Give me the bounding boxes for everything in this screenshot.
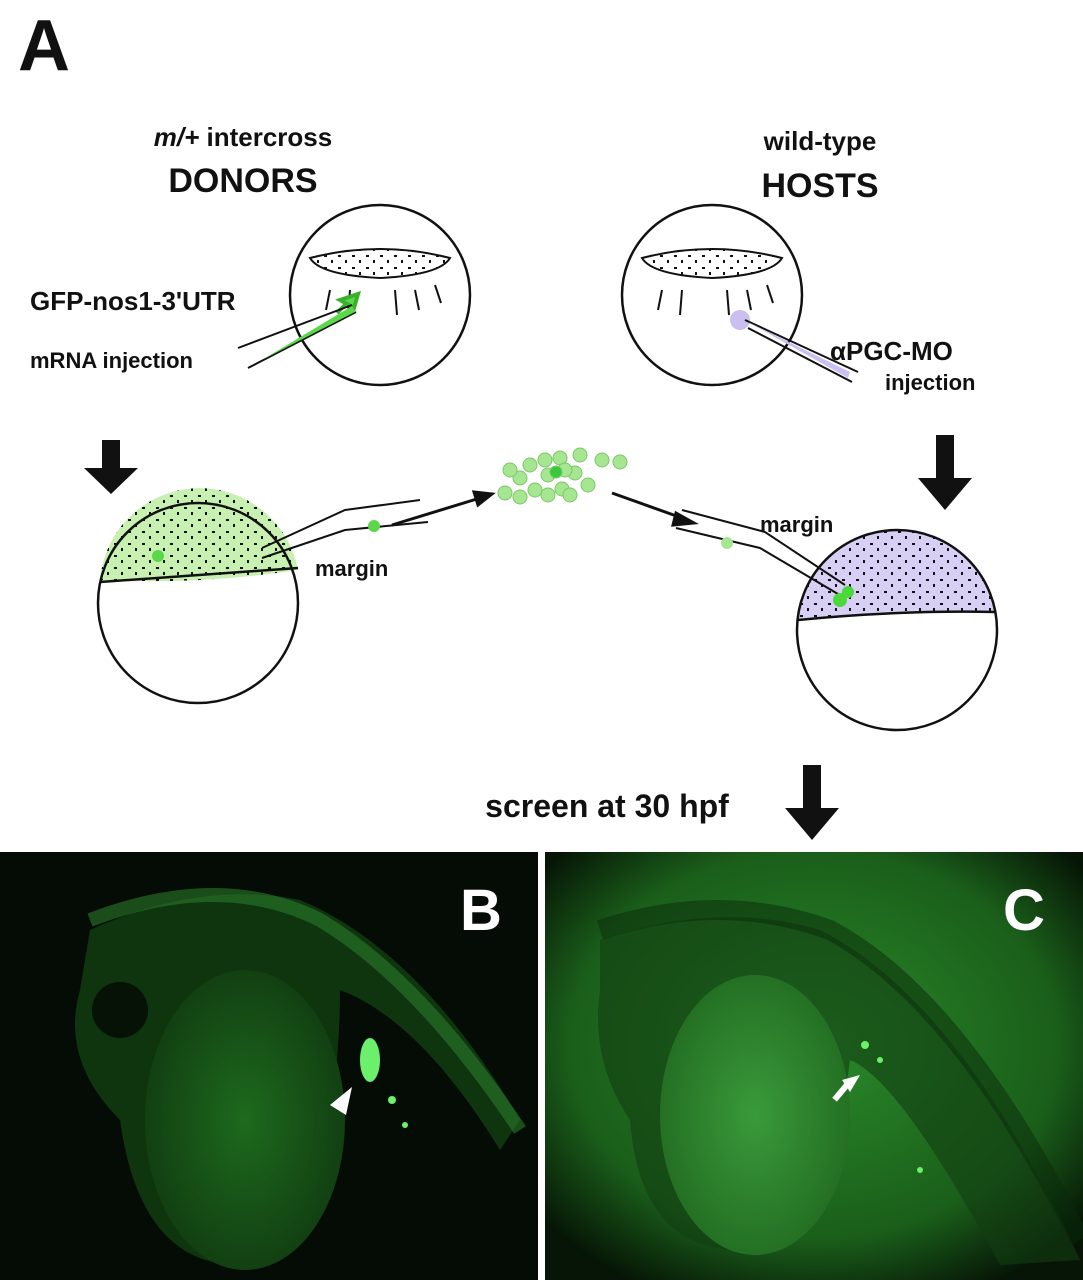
cell-cluster <box>497 447 628 505</box>
arrow-icon <box>832 1075 860 1102</box>
donor-embryo-injection <box>237 203 472 387</box>
down-arrow-icon <box>785 765 839 840</box>
margin-label-left: margin <box>315 556 388 581</box>
host-injection-line2: injection <box>885 370 975 395</box>
hosts-title: HOSTS <box>761 167 878 205</box>
down-arrow-icon <box>84 440 138 494</box>
panel-c-label: C <box>1003 878 1045 943</box>
donors-subtitle: m/+ intercross <box>154 122 332 152</box>
arrowhead-icon <box>330 1087 352 1115</box>
panel-b-fluorescence-image <box>0 852 538 1280</box>
margin-label-right: margin <box>760 512 833 537</box>
donor-injection-line2: mRNA injection <box>30 348 193 373</box>
donors-title: DONORS <box>168 162 317 200</box>
down-arrow-icon <box>918 435 972 510</box>
transfer-arrow-icon <box>391 490 496 527</box>
host-injection-line1: αPGC-MO <box>830 336 953 366</box>
panel-a-label: A <box>18 6 70 86</box>
hosts-subtitle: wild-type <box>763 126 877 156</box>
donor-blastula <box>96 488 429 705</box>
transfer-arrow-icon <box>611 491 699 527</box>
panel-c-fluorescence-image <box>545 852 1083 1280</box>
donor-injection-line1: GFP-nos1-3'UTR <box>30 286 236 316</box>
panel-b-label: B <box>460 878 502 943</box>
host-embryo-injection <box>620 203 859 387</box>
screen-text: screen at 30 hpf <box>485 788 729 824</box>
host-blastula <box>675 509 999 732</box>
panel-divider <box>538 852 545 1280</box>
